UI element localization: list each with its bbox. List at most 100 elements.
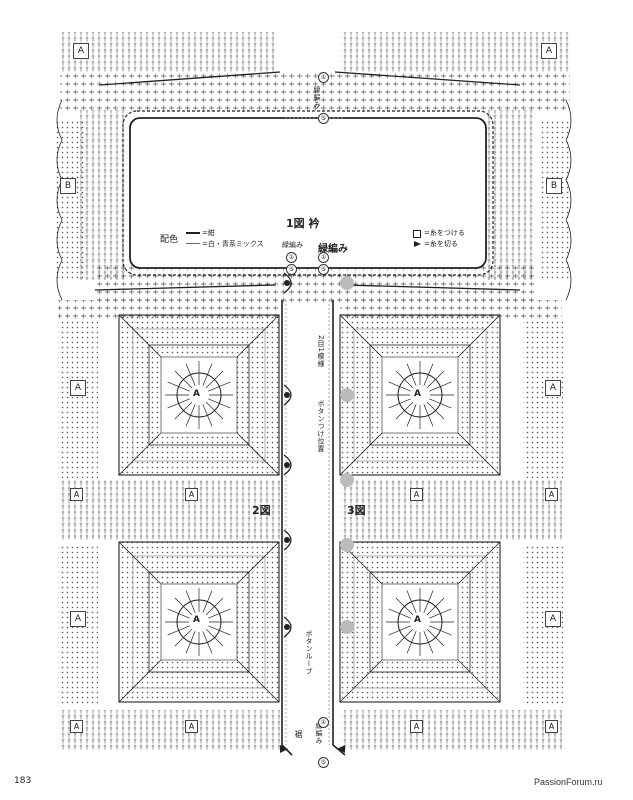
motif-left-bottom-spoke — [202, 631, 213, 654]
figure-2-title: 2図 — [252, 504, 271, 517]
left-half-motif-top — [58, 318, 98, 478]
annotation-hem: 裾 — [294, 730, 303, 739]
motif-left-top-spoke — [208, 398, 231, 409]
neckline-edging-outline — [122, 110, 494, 276]
button-loop — [283, 529, 292, 551]
motif-left-top-corner-diagonal — [118, 314, 162, 358]
collar-right-outer-band — [540, 120, 570, 280]
button-loop — [283, 616, 292, 638]
collar-scallop-right — [565, 99, 572, 141]
motif-left-top-ring-2 — [132, 328, 266, 462]
motif-label-a-bottom-left-2: A — [185, 720, 198, 733]
motif-left-bottom-spoke — [202, 590, 213, 613]
collar-edge-line-bottom — [94, 284, 521, 291]
left-front-edge — [281, 300, 293, 756]
round-marker-1-bottom: ① — [318, 717, 329, 728]
hem-arrow-left — [280, 745, 288, 753]
left-join-strip — [58, 480, 280, 540]
motif-label-a-right-small-2: A — [545, 488, 558, 501]
motif-right-bottom-spoke — [406, 590, 417, 613]
collar-left-column-band — [80, 110, 128, 280]
collar-left-outer-band — [55, 120, 85, 280]
motif-right-top-spoke — [426, 370, 445, 389]
attach-yarn-icon — [413, 230, 421, 238]
button-loop-knot — [284, 537, 290, 543]
round-marker-1-left: ① — [286, 252, 297, 263]
legend-cut-yarn: =糸を切る — [424, 240, 458, 248]
round-marker-1-top: ① — [318, 72, 329, 83]
motif-right-top-corner-diagonal — [339, 314, 383, 358]
motif-label-a-collar-right: A — [541, 43, 557, 59]
motif-label-a-right-small-1: A — [410, 488, 423, 501]
motif-label-a-bottom-left: A — [70, 720, 83, 733]
motif-left-top-spoke — [205, 370, 224, 389]
motif-left-bottom-ring-3 — [148, 571, 250, 673]
motif-center-a-2: A — [414, 389, 421, 399]
motif-label-a-bottom-right: A — [410, 720, 423, 733]
collar-scallop-right — [565, 139, 572, 181]
collar-scallop-left — [56, 259, 63, 301]
motif-right-bottom-corner-diagonal — [457, 541, 501, 585]
annotation-two-rows: 2目1模様 — [317, 335, 325, 368]
motif-left-bottom-spoke — [185, 631, 196, 654]
collar-top-right-band — [340, 32, 570, 72]
motif-left-top-spoke — [208, 381, 231, 392]
motif-left-bottom-spoke — [167, 608, 190, 619]
edging-small-label: 緑編み — [282, 241, 303, 249]
motif-right-bottom-spoke — [388, 608, 411, 619]
cut-yarn-icon — [414, 241, 421, 247]
motif-left-top-corner-diagonal — [236, 314, 280, 358]
motif-right-top-ring-3 — [369, 344, 471, 446]
motif-right-top-spoke — [388, 381, 411, 392]
legend-attach-yarn: =糸をつける — [424, 229, 465, 237]
motif-right-bottom-spoke — [423, 631, 434, 654]
motif-right-bottom-spoke — [429, 608, 452, 619]
figure-3-title: 3図 — [347, 504, 366, 517]
round-marker-5-mid: ⑤ — [318, 264, 329, 275]
round-marker-5-bottom: ⑤ — [318, 757, 329, 768]
motif-label-a-left-edge-2: A — [70, 611, 86, 627]
motif-center-a-1: A — [193, 389, 200, 399]
motif-left-bottom-spoke — [208, 625, 231, 636]
button-position-marker — [340, 538, 354, 552]
motif-right-top-corner-diagonal — [457, 314, 501, 358]
button-position-marker — [340, 620, 354, 634]
figure-1-collar-title: 1図 衿 — [286, 217, 320, 230]
motif-label-a-right-edge-1: A — [545, 380, 561, 396]
motif-left-top-spoke — [202, 404, 213, 427]
collar-edging-bottom-band — [95, 265, 535, 305]
motif-left-bottom-corner-diagonal — [236, 659, 280, 703]
right-front-edge — [332, 300, 346, 756]
right-top-joining-row — [340, 300, 562, 320]
right-hem-strip — [340, 710, 562, 750]
motif-left-top-ring-3 — [148, 344, 250, 446]
legend-title: 配色 — [160, 235, 179, 245]
button-loop-knot — [284, 462, 290, 468]
motif-right-top-spoke — [429, 381, 452, 392]
left-top-joining-row — [58, 300, 280, 320]
motif-left-bottom-spoke — [208, 608, 231, 619]
collar-scallop-right — [565, 179, 572, 221]
collar-edge-line-top — [99, 71, 521, 86]
motif-left-top-spoke — [205, 401, 224, 420]
collar-top-left-band — [60, 32, 275, 72]
motif-right-top-spoke — [426, 401, 445, 420]
motif-center-a-4: A — [414, 615, 421, 625]
motif-label-a-left-small-2: A — [185, 488, 198, 501]
collar-scallop-left — [56, 99, 63, 141]
motif-right-top-spoke — [423, 404, 434, 427]
collar-right-column-band — [485, 110, 533, 280]
motif-label-b-left: B — [60, 178, 76, 194]
motif-left-top-corner-diagonal — [118, 432, 162, 476]
motif-right-bottom-corner-diagonal — [457, 659, 501, 703]
motif-label-a-collar-left: A — [73, 43, 89, 59]
motif-right-bottom-ring-2 — [353, 555, 487, 689]
motif-label-b-right: B — [546, 178, 562, 194]
motif-right-bottom-spoke — [423, 590, 434, 613]
collar-edging-top-band — [60, 72, 570, 112]
button-position-marker — [340, 276, 354, 290]
motif-right-bottom-spoke — [388, 625, 411, 636]
motif-left-top-spoke — [167, 381, 190, 392]
